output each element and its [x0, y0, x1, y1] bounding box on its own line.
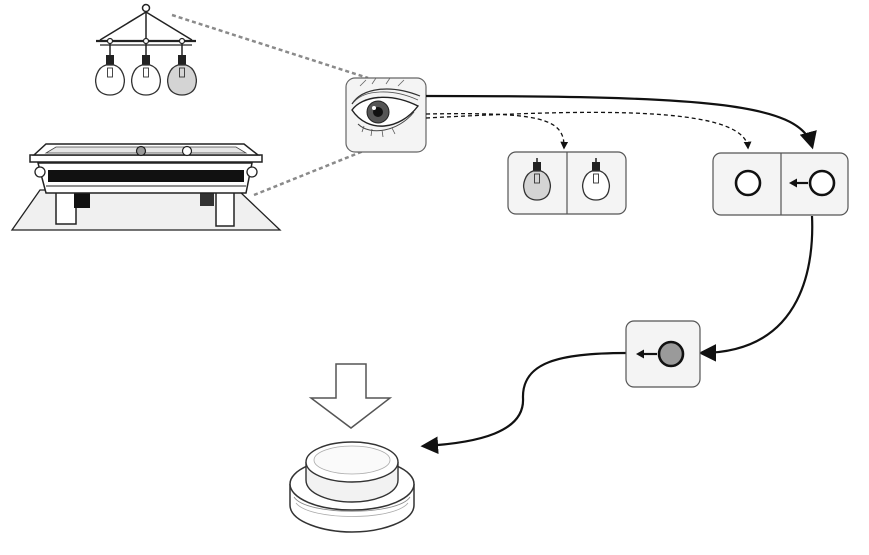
- eye-icon: [345, 77, 427, 153]
- pool-table-icon: [10, 143, 282, 231]
- chandelier-bulb-3: [167, 44, 197, 96]
- circle-arrow-left-icon: [789, 169, 836, 197]
- down-arrow-icon: [308, 363, 393, 429]
- chandelier-icon: [95, 3, 197, 96]
- filled-circle-arrow-left-icon: [636, 340, 685, 368]
- ball-comparison-panel: [712, 152, 849, 216]
- chandelier-bulb-1: [95, 44, 125, 96]
- solid-connector-to-balls: [425, 94, 817, 150]
- dashed-connector-to-bulbs: [425, 113, 569, 150]
- result-panel: [625, 320, 701, 388]
- solid-connector-to-result: [698, 215, 814, 362]
- connectors: [420, 94, 817, 455]
- bulb-comparison-panel: [507, 151, 627, 215]
- lit-bulb-icon: [523, 158, 551, 201]
- sight-lines: [171, 13, 369, 197]
- push-button-icon[interactable]: [289, 441, 415, 533]
- hollow-circle-icon: [734, 169, 762, 197]
- chandelier-bulb-2: [131, 44, 161, 96]
- dashed-connector-to-balls: [425, 111, 752, 150]
- unlit-bulb-icon: [582, 158, 610, 201]
- solid-connector-to-button: [420, 351, 627, 455]
